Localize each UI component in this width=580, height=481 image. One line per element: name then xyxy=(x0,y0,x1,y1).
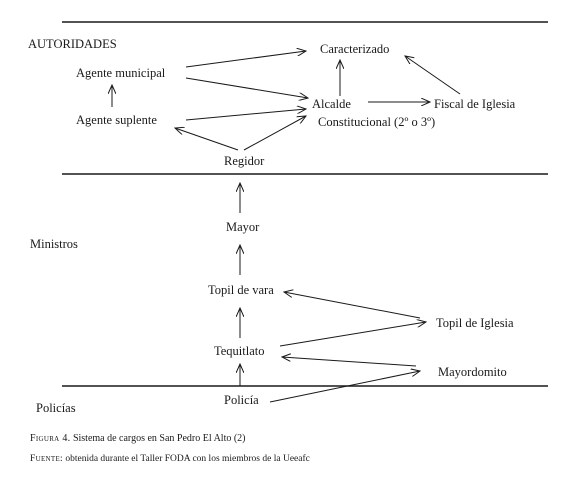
section-label-ministros: Ministros xyxy=(30,237,78,251)
node-topil-de-vara: Topil de vara xyxy=(208,283,274,297)
node-mayordomito: Mayordomito xyxy=(438,365,507,379)
arrow-regidor-to-alcalde xyxy=(243,116,306,151)
source-caption-label: Fuente: xyxy=(30,454,63,464)
node-regidor: Regidor xyxy=(224,154,265,168)
section-label-autoridades: AUTORIDADES xyxy=(28,37,117,51)
arrow-tequitlato-to-topil-iglesia xyxy=(279,322,426,347)
arrow-policia-to-mayordomito xyxy=(269,371,420,403)
node-agente-suplente: Agente suplente xyxy=(76,113,157,127)
figure-caption: Figura 4. Sistema de cargos en San Pedro… xyxy=(30,433,246,444)
figure-caption-label: Figura 4. xyxy=(30,433,71,444)
arrow-topil-iglesia-to-topil-vara xyxy=(284,292,421,319)
node-agente-municipal: Agente municipal xyxy=(76,66,166,80)
node-fiscal-de-iglesia: Fiscal de Iglesia xyxy=(434,97,516,111)
arrow-regidor-to-agente-suplente xyxy=(175,128,239,151)
arrow-agente-suplente-to-alcalde xyxy=(185,109,306,121)
node-topil-de-iglesia: Topil de Iglesia xyxy=(436,316,514,330)
section-label-policias: Policías xyxy=(36,401,76,415)
node-tequitlato: Tequitlato xyxy=(214,344,265,358)
arrow-agente-municipal-to-alcalde xyxy=(185,77,308,98)
source-caption-text: obtenida durante el Taller FODA con los … xyxy=(62,454,310,464)
node-mayor: Mayor xyxy=(226,220,260,234)
arrow-mayordomito-to-tequitlato xyxy=(282,357,417,367)
arrow-agente-municipal-to-caracterizado xyxy=(185,51,306,68)
node-policia: Policía xyxy=(224,393,259,407)
node-alcalde-detail: Constitucional (2º o 3º) xyxy=(318,115,436,129)
node-caracterizado: Caracterizado xyxy=(320,42,390,56)
node-alcalde: Alcalde xyxy=(312,97,351,111)
figure-caption-text: Sistema de cargos en San Pedro El Alto (… xyxy=(70,433,246,444)
source-caption: Fuente: obtenida durante el Taller FODA … xyxy=(30,454,310,464)
arrow-fiscal-to-caracterizado xyxy=(405,56,461,95)
